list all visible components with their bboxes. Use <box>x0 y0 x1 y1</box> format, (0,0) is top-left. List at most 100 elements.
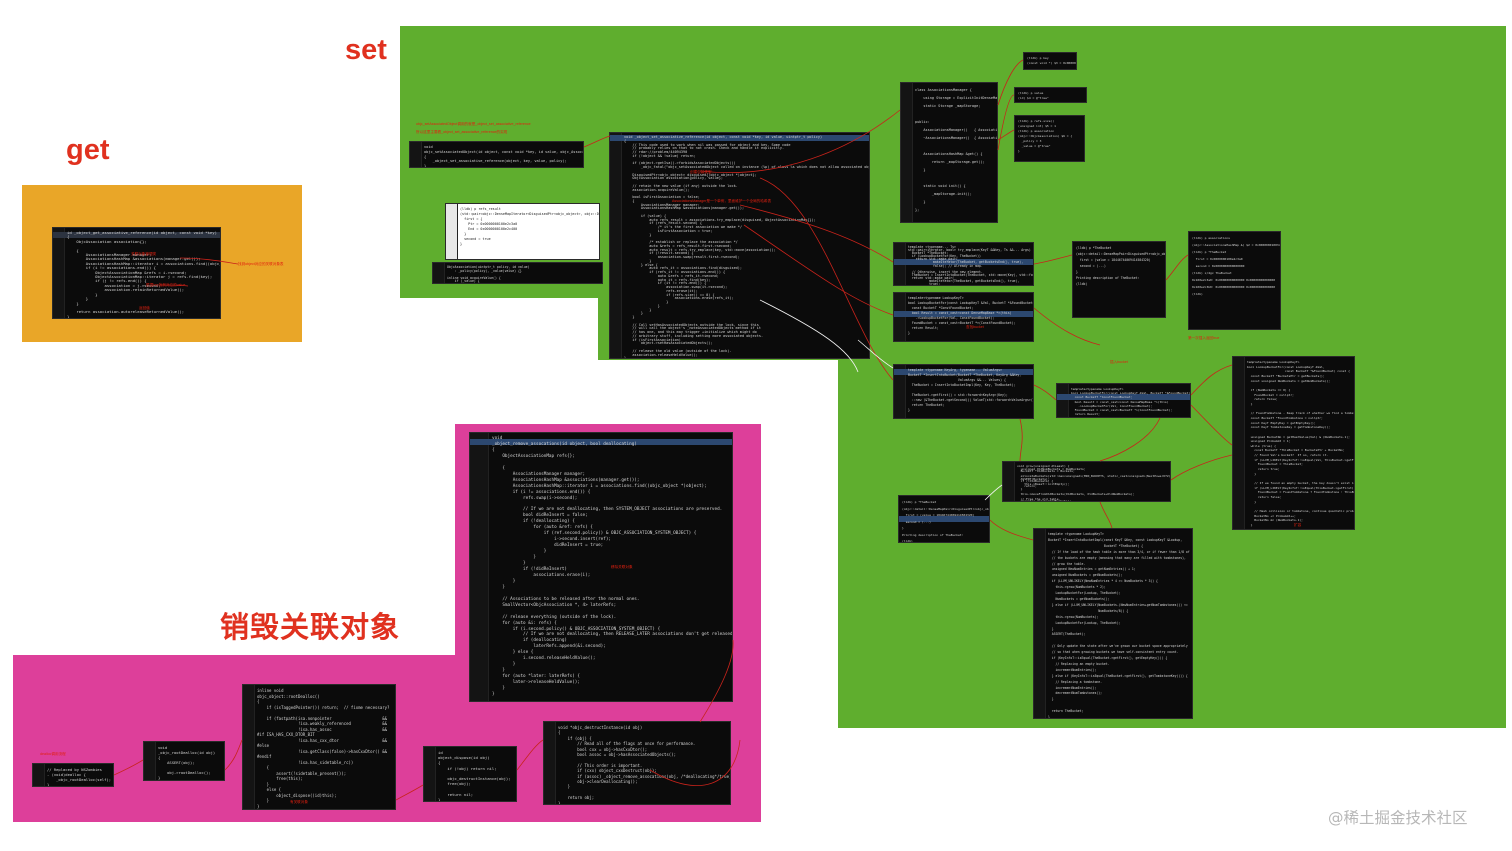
set-right-lldb-panel: (lldb) p associations(objc::Associations… <box>1188 231 1281 330</box>
code-line: if (LLVM_LIKELY(KeyInfoT::isEqual(Val, T… <box>1254 457 1354 462</box>
code-line: // has one, and this may trigger +initia… <box>624 330 757 334</box>
code-line: FoundBucket = nullptr; <box>1247 392 1294 397</box>
code-line: return true; <box>1247 467 1280 472</box>
code-line: if (i != associations.end()) { <box>492 489 591 495</box>
code-line: // rdar://problem/44094390 <box>624 150 688 154</box>
destroy-note-2: 有关联对象 <box>290 800 308 804</box>
code-line: } <box>1048 715 1050 718</box>
code-line: ASSERT(obj); <box>158 760 195 765</box>
code-line: } <box>47 782 50 786</box>
code-line: /* it's the first association we make */ <box>624 225 743 229</box>
code-line: // Only update the state after we've gro… <box>1048 644 1188 649</box>
code-line: refs.erase(it); <box>624 288 698 293</box>
code-line: (lldb) x/4gx TheBucket <box>1192 271 1232 275</box>
code-line: isFirstAssociation = true; <box>624 228 713 233</box>
code-line: return false; <box>1247 397 1278 402</box>
code-line: } <box>624 303 660 308</box>
code-line: operator delete(OldBuckets); <box>1017 499 1072 501</box>
code-line: unsigned OldNumBuckets = NumBuckets; <box>1017 466 1086 471</box>
code-line: return std::make_pair( <box>908 275 955 280</box>
set-label: set <box>345 34 387 66</box>
code-line: End = 0x0000000100e2c400 <box>460 227 518 231</box>
code-line: if (obj) { <box>558 735 592 741</box>
code-line: (std::pair<objc::DenseMapIterator<Disgui… <box>460 212 599 216</box>
code-line: ->LookupBucketFor(Val, ConstFoundBucket)… <box>1071 403 1153 408</box>
code-line: } <box>1076 270 1078 274</box>
set-grow-panel: template<typename LookupKeyT>bool Lookup… <box>1232 356 1355 530</box>
code-line: } <box>1247 401 1253 406</box>
code-line: first = (value = 18446744069414584320) <box>902 513 975 517</box>
code-line: } else { <box>624 262 658 267</box>
code-line: }; <box>915 208 920 212</box>
code-line: // Call setHasAssociatedObjects outside … <box>624 322 759 327</box>
code-line: association.retainReturnedValue(); <box>67 287 185 293</box>
code-line: const KeyT TombstoneKey = getTombstoneKe… <box>1247 425 1331 430</box>
code-line: i.second.releaseHeldValue(); <box>492 656 596 662</box>
set-main-panel: void _object_set_associative_reference(i… <box>609 132 870 359</box>
code-line: second = (...) <box>1076 264 1106 268</box>
code-line: } <box>624 300 669 304</box>
code-line: !isa.has_cxx_dtor && <box>257 737 388 743</box>
code-line: Printing description of TheBucket: <box>902 532 964 537</box>
code-line: if (refs_it != associations.end()) { <box>624 270 726 274</box>
code-line: id <box>438 750 443 755</box>
code-line: } else if (LLVM_UNLIKELY(NumBuckets-(New… <box>1048 602 1188 607</box>
code-line: } <box>67 291 98 297</box>
code-line: makeIterator(TheBucket, getBucketsEnd(),… <box>908 260 1024 265</box>
code-line: // This order is important. <box>558 762 643 768</box>
code-line: if (fastpath(isa.nonpointer && <box>257 715 388 721</box>
code-line: auto &refs = refs_result.first->second; <box>624 243 732 248</box>
code-line: } <box>624 356 865 358</box>
code-line: TheBucket->getFirst() = std::forward<Key… <box>908 393 1008 397</box>
code-line: } <box>1071 416 1186 417</box>
code-line: !isa.has_assoc && <box>257 726 388 732</box>
code-line: obj->rootDealloc(); <box>158 770 211 775</box>
code-line: if (!deallocating) { <box>492 519 575 525</box>
code-line: ~AssociationsManager() { AssociationsMan… <box>923 136 997 140</box>
dealloc-panel-2: void_objc_rootDealloc(id obj){ ASSERT(ob… <box>143 741 225 781</box>
set-try-emplace-panel: template <typename... Ts>std::pair<itera… <box>893 242 1034 286</box>
code-line: ASSERT(Buckets); <box>1017 476 1050 481</box>
code-line: objc_object::rootDealloc() <box>257 693 320 699</box>
code-line: first = { <box>460 217 483 221</box>
code-line: // retain the new value (if any) outside… <box>624 183 738 188</box>
code-line: const KeyT EmptyKey = getEmptyKey(); <box>1247 420 1316 425</box>
code-line: object_dispose(id obj) <box>438 755 490 761</box>
code-line: template<typename LookupKeyT> <box>1247 360 1300 364</box>
code-line: const BucketT *ConstFoundBucket; <box>908 306 974 310</box>
code-line: TheBucket = InsertIntoBucket(TheBucket, … <box>911 272 1033 277</box>
code-line: } <box>438 796 441 801</box>
code-line: (lldb) p refs.size() <box>1018 119 1055 123</box>
destroy-note-1: dealloc调用流程 <box>40 752 66 756</box>
code-line: unsigned NewNumEntries = getNumEntries()… <box>1048 567 1136 572</box>
code-line: return Result; <box>908 326 939 330</box>
code-line: decrementNumTombstones(); <box>1048 691 1103 696</box>
code-line: AssociationsManager manager; <box>492 471 586 477</box>
code-line: } <box>492 662 516 668</box>
code-line: return obj; <box>558 795 595 801</box>
code-line: (lldb) p *TheBucket <box>1192 250 1227 254</box>
code-line: id _object_get_associative_reference(id … <box>67 230 217 235</box>
code-line: if (cxx) object_cxxDestruct(obj); <box>558 768 657 774</box>
set-tiny-1: (lldb) p key(const void *) $3 = 0x000000… <box>1023 52 1077 70</box>
code-line: !isa.getClass(false)->hasCxxDtor() && <box>257 748 388 754</box>
code-line: else { <box>257 787 282 792</box>
code-line: } <box>67 296 89 302</box>
code-line: FoundBucket = FoundTombstone ? FoundTomb… <box>1247 490 1354 495</box>
code-line: } <box>624 315 635 319</box>
code-line: #else <box>257 743 270 748</box>
code-line: ObjectAssociationMap &refs = i->second; <box>67 269 187 275</box>
code-line: } <box>558 784 571 790</box>
code-line: makeIterator(TheBucket, getBucketsEnd(),… <box>908 279 1020 284</box>
code-line: /* establish or replace the association … <box>624 240 738 244</box>
code-line: incrementNumEntries(); <box>1048 685 1097 690</box>
code-line: (const void *) $3 = 0x0000000100008250 <box>1027 60 1076 65</box>
set-note-6: 插入bucket <box>1110 360 1128 364</box>
code-line: template<typename LookupKeyT> <box>1071 387 1124 391</box>
get-note-2: 找到object对应的关联对象表 <box>238 262 284 266</box>
code-line: // Found Val's bucket? If so, return it. <box>1247 453 1329 458</box>
code-line: if (!OldBuckets) { <box>1017 479 1054 483</box>
code-line: } <box>1048 697 1054 702</box>
code-line: bool cxx = obj->hasCxxDtor(); <box>558 746 648 752</box>
code-line: bool Result = const_cast<const DenseMapB… <box>1071 399 1169 404</box>
